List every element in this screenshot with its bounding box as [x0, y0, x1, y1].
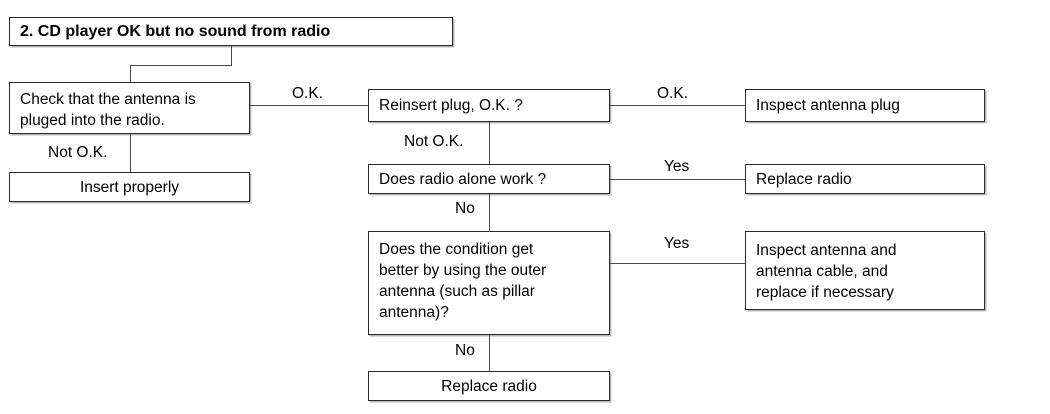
node-condition-better-line4: antenna)? [379, 304, 449, 321]
node-condition-better-line1: Does the condition get [379, 241, 534, 258]
node-condition-better: Does the condition get better by using t… [368, 231, 610, 335]
node-replace-radio-bottom-label: Replace radio [441, 377, 537, 395]
node-inspect-antenna-cable-line2: antenna cable, and [756, 263, 888, 280]
node-title: 2. CD player OK but no sound from radio [9, 17, 453, 46]
node-inspect-antenna-cable-line1: Inspect antenna and [756, 242, 897, 259]
connector-radio-work-to-condition [489, 194, 490, 231]
edge-label-ok-1: O.K. [292, 85, 324, 102]
node-replace-radio-top: Replace radio [745, 164, 985, 194]
edge-label-no-2: No [455, 342, 475, 359]
node-check-antenna: Check that the antenna is pluged into th… [9, 82, 250, 134]
connector-condition-to-replace-bottom [489, 335, 490, 371]
connector-condition-to-inspect-cable [610, 263, 745, 264]
node-radio-alone-work: Does radio alone work ? [368, 164, 610, 194]
node-insert-properly: Insert properly [9, 172, 250, 202]
connector-reinsert-to-radio-work [489, 122, 490, 164]
edge-label-yes-2: Yes [664, 235, 690, 252]
node-title-label: 2. CD player OK but no sound from radio [20, 23, 331, 40]
connector-radio-work-to-replace [610, 179, 745, 180]
connector-check-to-reinsert [250, 105, 368, 106]
node-condition-better-line2: better by using the outer [379, 262, 547, 279]
connector-reinsert-to-inspect [610, 105, 745, 106]
node-inspect-antenna-cable-line3: replace if necessary [756, 284, 894, 301]
node-check-antenna-line2: pluged into the radio. [20, 112, 165, 129]
connector-title-down [231, 46, 232, 65]
edge-label-yes-1: Yes [664, 158, 690, 175]
node-replace-radio-top-label: Replace radio [756, 170, 852, 188]
node-inspect-antenna-plug: Inspect antenna plug [745, 89, 985, 122]
node-reinsert-plug: Reinsert plug, O.K. ? [368, 89, 610, 122]
connector-check-to-insert [130, 134, 131, 172]
node-condition-better-line3: antenna (such as pillar [379, 283, 535, 300]
node-replace-radio-bottom: Replace radio [368, 371, 610, 401]
node-reinsert-plug-label: Reinsert plug, O.K. ? [379, 97, 523, 114]
node-radio-alone-work-label: Does radio alone work ? [379, 170, 547, 188]
edge-label-not-ok-1: Not O.K. [48, 144, 108, 161]
node-inspect-antenna-cable: Inspect antenna and antenna cable, and r… [745, 231, 985, 310]
connector-title-to-check [130, 65, 131, 82]
node-insert-properly-label: Insert properly [79, 178, 180, 196]
node-inspect-antenna-plug-label: Inspect antenna plug [756, 97, 900, 114]
edge-label-no-1: No [455, 200, 475, 217]
edge-label-not-ok-2: Not O.K. [404, 133, 464, 150]
connector-title-horizontal [130, 65, 232, 66]
node-check-antenna-line1: Check that the antenna is [20, 91, 196, 108]
edge-label-ok-2: O.K. [657, 85, 689, 102]
